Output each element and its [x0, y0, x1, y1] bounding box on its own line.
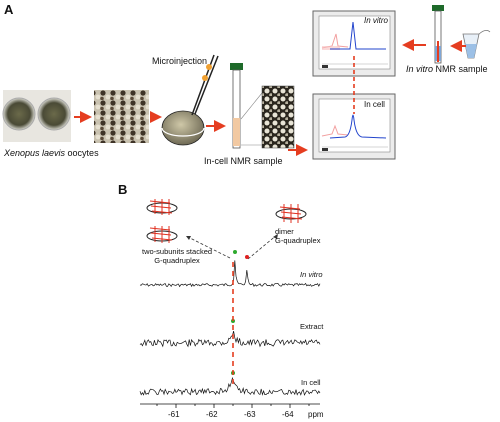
in-vitro-sample-italic: In vitro [406, 64, 434, 74]
spectrum-top-label: In vitro [364, 16, 389, 25]
axis-unit-label: ppm [308, 410, 324, 419]
trace-in-cell [139, 371, 321, 396]
dimer-g-quadruplex-icon [275, 204, 307, 223]
axis-tick--64: -64 [282, 410, 294, 419]
in-vitro-nmr-tube [432, 5, 444, 64]
annotation-left: two-subunits stacked G-quadruplex [142, 247, 212, 265]
trace-label-in-vitro: In vitro [300, 270, 323, 279]
marker-red-in-vitro [245, 255, 249, 259]
panel-b-label: B [118, 182, 128, 197]
axis-tick--62: -62 [206, 410, 218, 419]
in-vitro-sample-rest: NMR sample [433, 64, 488, 74]
spectrum-bottom-label: In cell [364, 100, 385, 109]
annotation-arrow-right [247, 233, 279, 260]
annotation-right-line2: G-quadruplex [275, 236, 321, 245]
axis-tick--63: -63 [244, 410, 256, 419]
oocytes-closeup-photo [94, 90, 149, 143]
annotation-left-line1: two-subunits stacked [142, 247, 213, 256]
annotation-left-line2: G-quadruplex [154, 256, 200, 265]
in-cell-nmr-tube [230, 63, 295, 149]
oocytes-caption-species: Xenopus laevis [4, 148, 66, 158]
annotation-arrow-left [185, 235, 231, 259]
trace-label-extract: Extract [300, 322, 324, 331]
petri-dishes-photo [2, 90, 71, 142]
microinjection-oocyte [161, 54, 219, 146]
in-vitro-sample-label: In vitro NMR sample [406, 64, 488, 74]
oocytes-caption: Xenopus laevis oocytes [4, 148, 99, 158]
ppm-axis [140, 403, 320, 408]
oocytes-caption-rest: oocytes [65, 148, 99, 158]
trace-in-vitro [139, 250, 321, 288]
annotation-right-line1: dimer [275, 227, 294, 236]
annotation-right: dimer G-quadruplex [275, 227, 320, 245]
in-cell-spectrum-window [312, 93, 396, 160]
marker-green-in-vitro [233, 250, 237, 254]
panel-a-label: A [4, 2, 14, 17]
trace-label-in-cell: In cell [301, 378, 321, 387]
axis-tick--61: -61 [168, 410, 180, 419]
in-cell-sample-label: In-cell NMR sample [204, 156, 283, 166]
stacked-g-quadruplex-icon [146, 199, 178, 243]
microinjection-label: Microinjection [152, 56, 208, 66]
trace-extract [139, 319, 321, 348]
in-vitro-spectrum-window [312, 10, 396, 77]
eppendorf-tube [462, 30, 491, 59]
